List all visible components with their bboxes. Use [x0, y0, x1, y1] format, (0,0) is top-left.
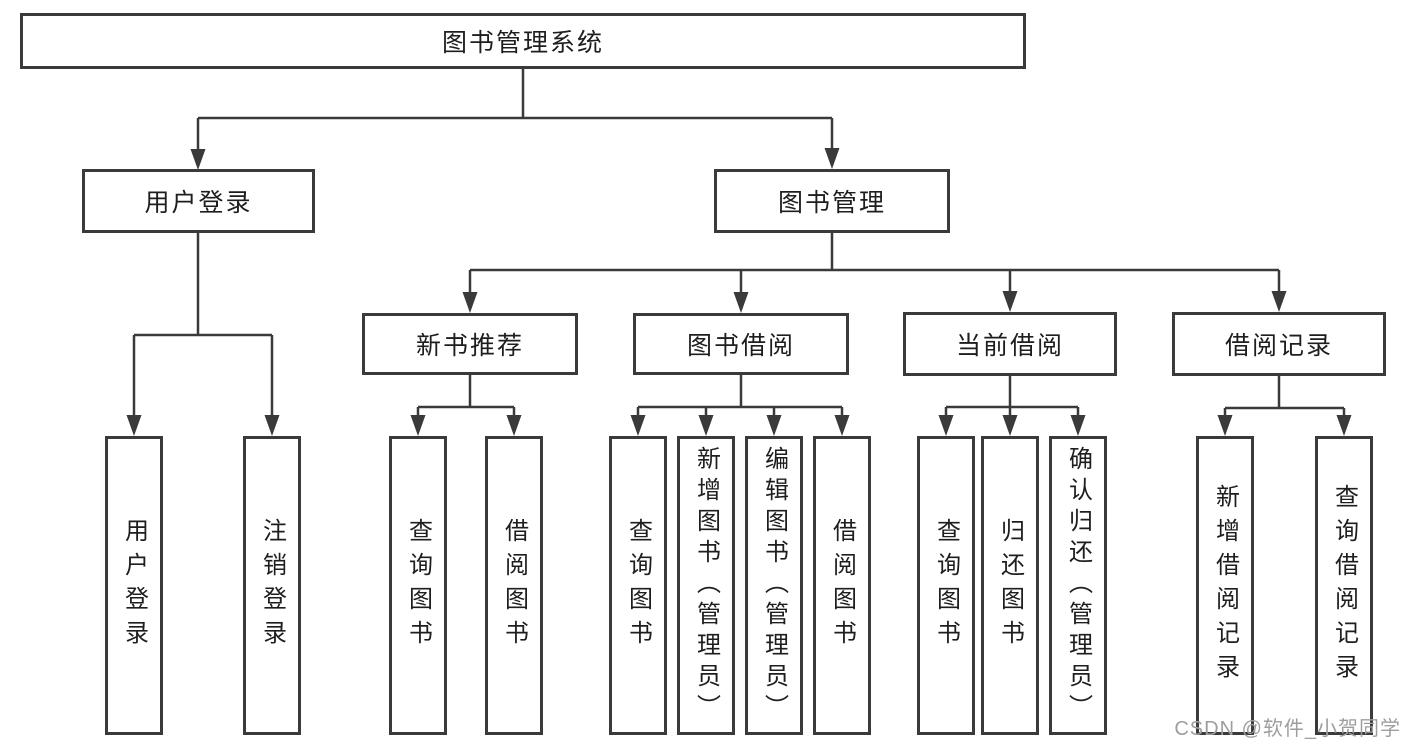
- leaf-borrow-books: 借阅图书: [813, 436, 871, 735]
- leaf-query-books: 查询图书: [609, 436, 667, 735]
- leaf-edit-books-admin: 编辑图书（管理员）: [745, 436, 803, 735]
- node-book-borrowing: 图书借阅: [633, 313, 849, 375]
- leaf-logout: 注销登录: [243, 436, 301, 735]
- leaf-return-books: 归还图书: [981, 436, 1039, 735]
- leaf-borrow-books: 借阅图书: [485, 436, 543, 735]
- node-book-management: 图书管理: [714, 169, 950, 233]
- node-library-management-system: 图书管理系统: [20, 13, 1026, 69]
- csdn-watermark: CSDN @软件_小贺同学: [1174, 718, 1401, 740]
- leaf-query-books: 查询图书: [917, 436, 975, 735]
- node-user-login: 用户登录: [82, 169, 315, 233]
- node-current-borrowing: 当前借阅: [903, 312, 1117, 376]
- node-borrowing-records: 借阅记录: [1172, 312, 1386, 376]
- leaf-add-borrow-record: 新增借阅记录: [1196, 436, 1254, 735]
- leaf-query-borrow-record: 查询借阅记录: [1315, 436, 1373, 735]
- node-new-book-recommendation: 新书推荐: [362, 313, 578, 375]
- leaf-confirm-return-admin: 确认归还（管理员）: [1049, 436, 1107, 735]
- leaf-user-login: 用户登录: [105, 436, 163, 735]
- leaf-add-books-admin: 新增图书（管理员）: [677, 436, 735, 735]
- leaf-query-books: 查询图书: [389, 436, 447, 735]
